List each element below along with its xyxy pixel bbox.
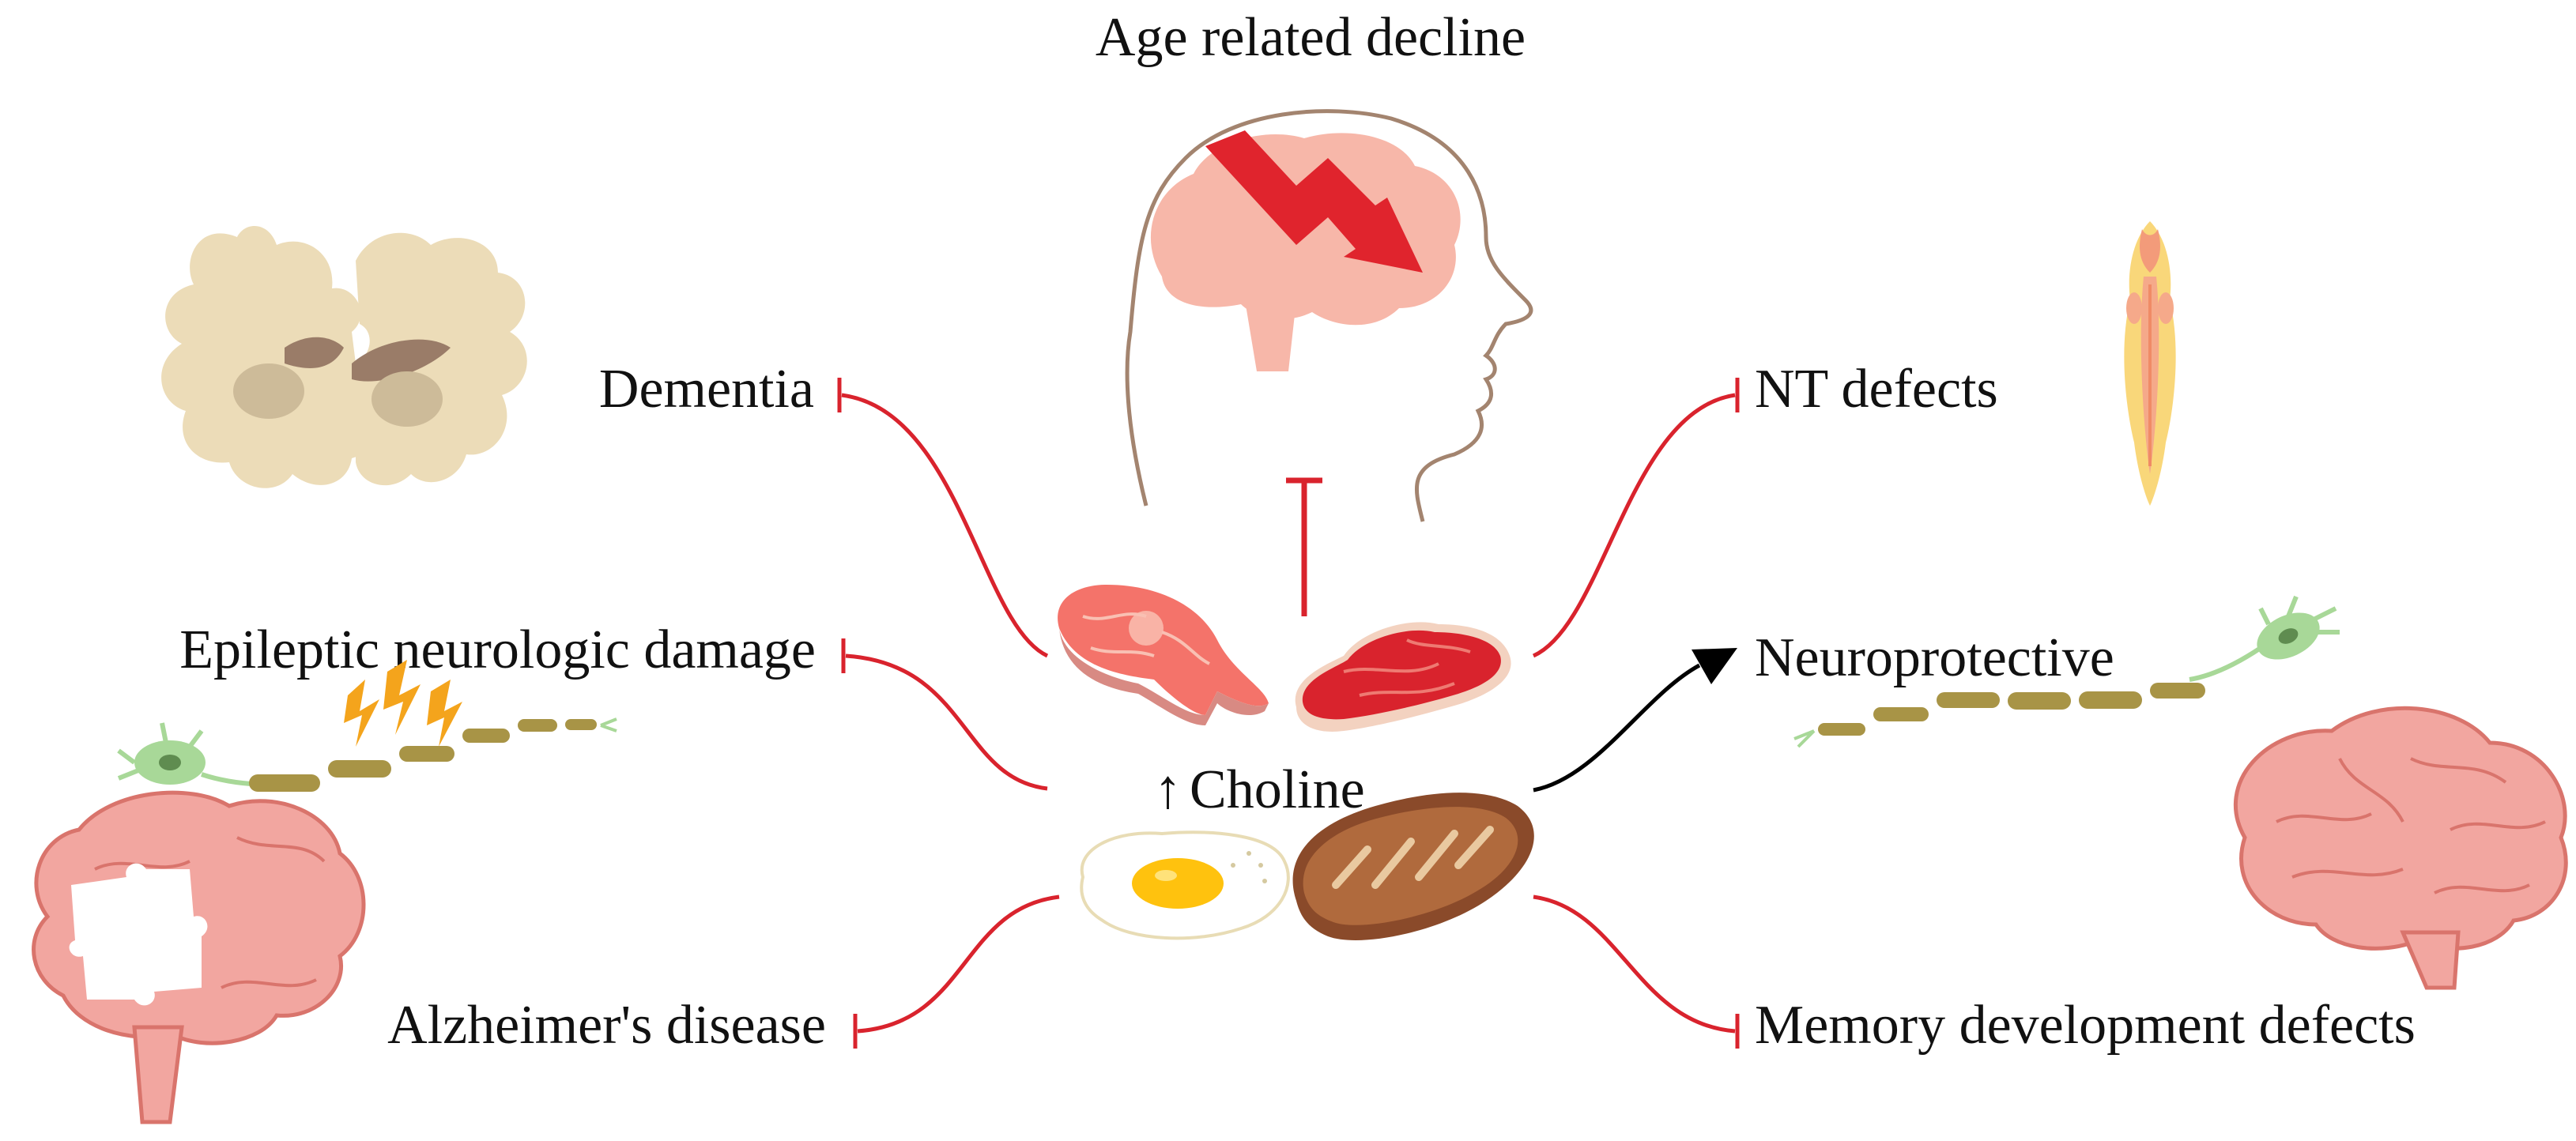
neural-tube-icon: [2124, 221, 2176, 506]
meat-steak-icon: [1295, 622, 1511, 732]
label-age-decline: Age related decline: [1096, 7, 1526, 68]
connector-epileptic: [841, 638, 1048, 791]
center-choline: ↑ Choline: [1154, 759, 1365, 820]
axon-segments-right: [1818, 683, 2205, 736]
connectors: [837, 378, 1740, 1049]
salmon-steak-icon: [1058, 585, 1269, 725]
lightning-bolts: [344, 660, 462, 747]
connector-nt-defects: [1532, 378, 1740, 658]
axon-segments: [249, 719, 597, 792]
label-nt-defects: NT defects: [1755, 359, 1998, 420]
neuron-icon: [1793, 595, 2340, 748]
label-epileptic: Epileptic neurologic damage: [179, 619, 816, 680]
connector-age-decline: [1286, 477, 1322, 616]
label-memory: Memory development defects: [1755, 995, 2416, 1056]
head-brain-decline-icon: [1125, 109, 1533, 522]
center-label: Choline: [1190, 759, 1365, 820]
fried-egg-icon: [1080, 830, 1290, 940]
label-dementia: Dementia: [599, 359, 814, 420]
increase-arrow-icon: ↑: [1154, 759, 1182, 820]
label-neuroprotective: Neuroprotective: [1755, 627, 2114, 688]
neuron-lightning-icon: [117, 660, 617, 792]
label-alzheimers: Alzheimer's disease: [387, 995, 826, 1056]
connector-alzheimers: [853, 894, 1060, 1049]
bread-loaf-icon: [1292, 793, 1534, 940]
coronal-brain-icon: [161, 226, 527, 488]
connector-dementia: [837, 378, 1049, 658]
brain-icon: [2234, 706, 2568, 990]
connector-memory: [1533, 894, 1740, 1049]
puzzle-brain-icon: [32, 790, 366, 1124]
connector-neuroprotective: [1533, 648, 1737, 793]
